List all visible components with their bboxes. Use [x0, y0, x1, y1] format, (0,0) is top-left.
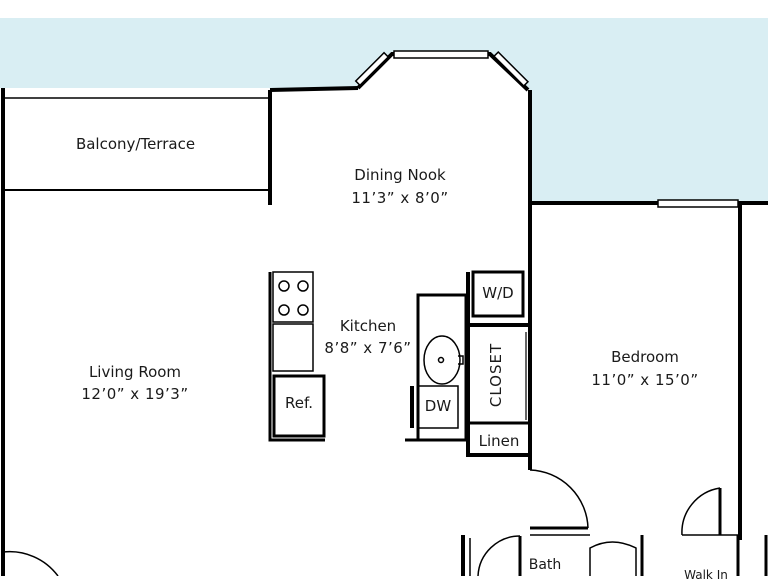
- living-size: 12’0” x 19’3”: [81, 385, 189, 403]
- bay-window-pane-right: [492, 50, 530, 88]
- sink-icon: [423, 335, 461, 385]
- tub: [589, 541, 637, 576]
- entry-door-arc: [2, 550, 59, 576]
- closet-label: CLOSET: [487, 342, 505, 408]
- burner-icon: [297, 280, 309, 292]
- bath-door-arc: [477, 535, 521, 576]
- bedroom-window: [657, 199, 739, 208]
- refrigerator-box: [272, 374, 326, 438]
- burner-icon: [278, 280, 290, 292]
- dishwasher-box: [417, 385, 459, 429]
- kitchen-label: Kitchen: [339, 317, 397, 335]
- refrigerator-label: Ref.: [285, 394, 313, 412]
- living-label: Living Room: [88, 363, 182, 381]
- counter-segment: [272, 323, 314, 372]
- burner-icon: [278, 304, 290, 316]
- stove: [272, 271, 314, 323]
- bedroom-door-arc: [529, 469, 589, 529]
- wall-dining-top: [269, 86, 359, 92]
- faucet-icon: [458, 355, 464, 365]
- kitchen-size: 8’8” x 7’6”: [324, 339, 412, 357]
- burner-icon: [297, 304, 309, 316]
- washer-dryer-label: W/D: [482, 284, 514, 302]
- balcony-label: Balcony/Terrace: [75, 135, 196, 153]
- washer-dryer-box: [471, 270, 525, 318]
- bay-window-pane-left: [354, 51, 390, 87]
- bedroom-size: 11’0” x 15’0”: [591, 371, 699, 389]
- bedroom-label: Bedroom: [611, 348, 679, 366]
- walkin-label: Walk In: [684, 568, 728, 582]
- drain-icon: [437, 356, 445, 364]
- linen-label: Linen: [478, 432, 520, 450]
- walkin-door-arc: [681, 487, 721, 536]
- dining-label: Dining Nook: [354, 166, 446, 184]
- dining-size: 11’3” x 8’0”: [351, 189, 449, 207]
- dishwasher-label: DW: [424, 397, 452, 415]
- kitchen-counter-left: [268, 272, 325, 442]
- building-interior: [0, 53, 768, 576]
- bath-label: Bath: [528, 557, 562, 573]
- bay-window-pane-center: [393, 50, 489, 59]
